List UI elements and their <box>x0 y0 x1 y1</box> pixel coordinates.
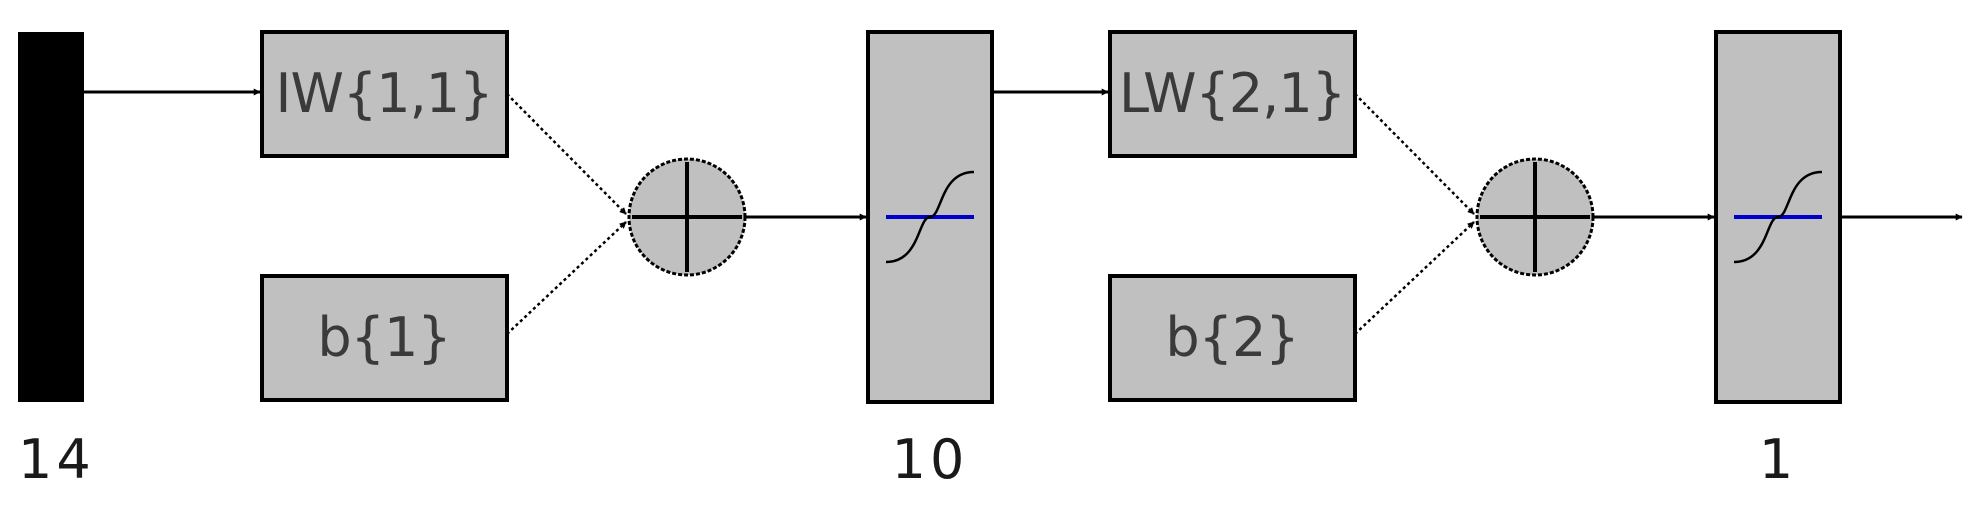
summation-junction-icon <box>627 157 747 277</box>
connector-lw-to-sum2 <box>1354 93 1475 215</box>
layer2-output-size-label: 1 <box>1759 428 1797 491</box>
bias-box-b2-label: b{2} <box>1165 306 1298 369</box>
connector-b1-to-sum1 <box>506 221 627 335</box>
weight-box-iw-label: IW{1,1} <box>276 62 493 125</box>
tansig-transfer-function-icon <box>866 30 994 404</box>
bias-box-b2: b{2} <box>1108 274 1357 402</box>
tansig-transfer-function-icon <box>1714 30 1842 404</box>
weight-box-lw-label: LW{2,1} <box>1119 62 1345 125</box>
summation-junction-icon <box>1475 157 1595 277</box>
layer1-output-size-label: 10 <box>892 428 969 491</box>
connector-iw-to-sum1 <box>506 93 627 215</box>
bias-box-b1: b{1} <box>260 274 509 402</box>
input-bar <box>18 32 84 402</box>
connector-b2-to-sum2 <box>1354 221 1475 335</box>
weight-box-iw: IW{1,1} <box>260 30 509 158</box>
weight-box-lw: LW{2,1} <box>1108 30 1357 158</box>
bias-box-b1-label: b{1} <box>317 306 450 369</box>
input-size-label: 14 <box>18 428 95 491</box>
